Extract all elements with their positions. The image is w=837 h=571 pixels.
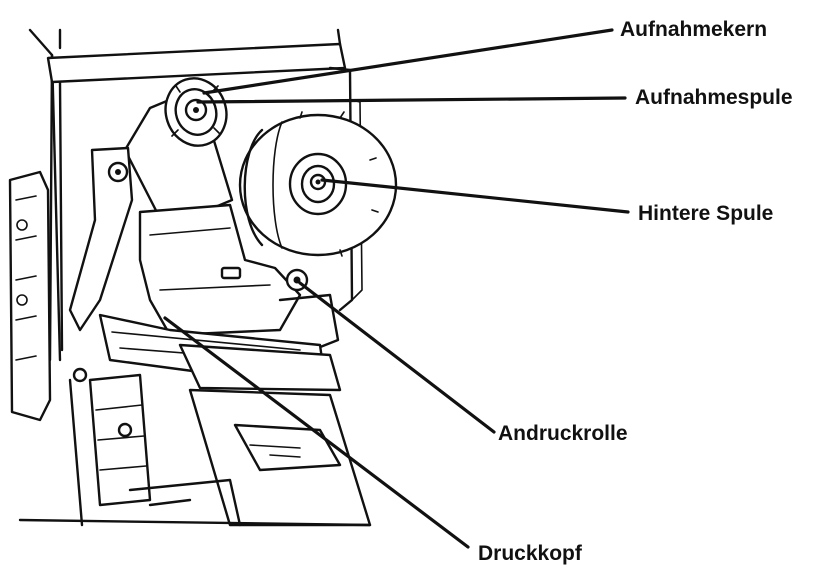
rear-spool-drawing	[238, 111, 398, 257]
label-rear-spool: Hintere Spule	[638, 202, 773, 225]
label-takeup-core: Aufnahmekern	[620, 18, 767, 41]
leader-lines	[163, 28, 630, 549]
leader-print-head	[163, 316, 470, 549]
label-takeup-spool: Aufnahmespule	[635, 86, 793, 109]
platen-roller-drawing	[68, 367, 152, 527]
callout-labels: Aufnahmekern Aufnahmespule Hintere Spule…	[478, 18, 793, 565]
leader-takeup-spool	[196, 96, 627, 104]
printer-housing	[8, 28, 363, 422]
leader-rear-spool	[320, 178, 630, 214]
label-pressure-roller: Andruckrolle	[498, 422, 628, 445]
leader-takeup-core	[202, 28, 614, 95]
lower-housing	[18, 388, 372, 527]
takeup-spool-drawing	[123, 77, 234, 230]
ribbon-path	[68, 146, 302, 337]
print-head-drawing	[98, 313, 342, 392]
label-print-head: Druckkopf	[478, 542, 583, 565]
leader-pressure-roller	[298, 281, 496, 434]
